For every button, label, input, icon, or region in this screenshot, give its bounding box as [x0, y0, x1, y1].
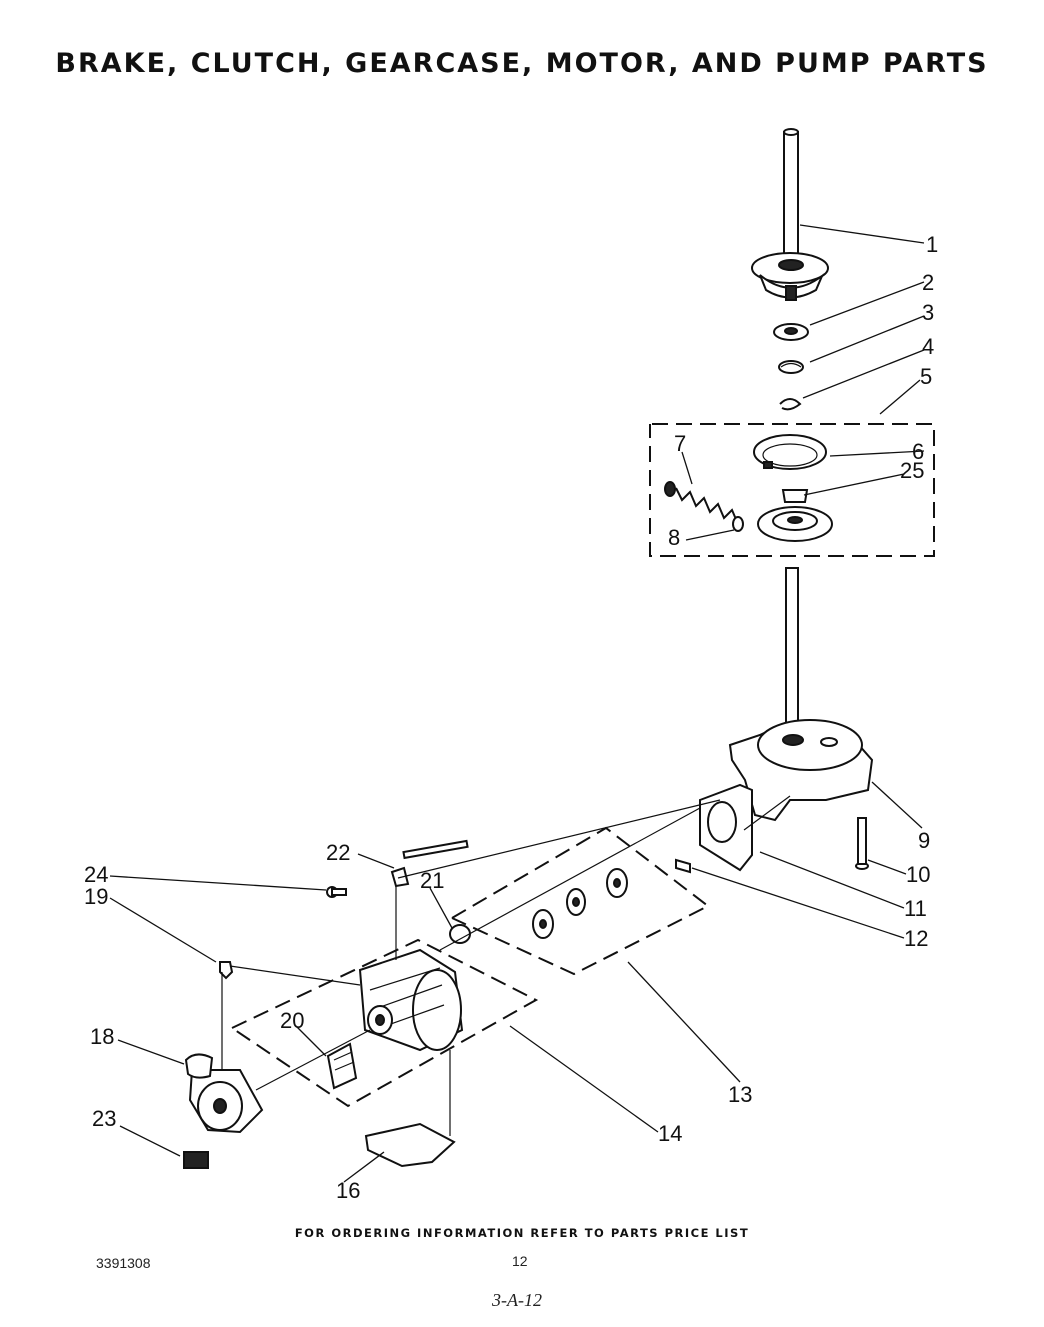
- screw-part-10: [855, 817, 869, 870]
- spring-washer-part-3: [778, 360, 804, 374]
- coupling-disc-a: [532, 909, 554, 939]
- callout-25: 25: [900, 458, 924, 483]
- ordering-info-footer: FOR ORDERING INFORMATION REFER TO PARTS …: [294, 1226, 750, 1240]
- callout-4: 4: [922, 334, 934, 359]
- callout-8: 8: [668, 525, 680, 550]
- motor-kit-box-part-14: [231, 938, 539, 1108]
- callout-1: 1: [926, 232, 938, 257]
- brake-drum-part-25: [757, 489, 833, 542]
- callout-23: 23: [92, 1106, 116, 1131]
- callout-11: 11: [904, 896, 927, 921]
- plug-part-21: [449, 924, 471, 944]
- callout-18: 18: [90, 1024, 114, 1049]
- callout-24: 24: [84, 862, 108, 887]
- callout-20: 20: [280, 1008, 304, 1033]
- callout-22: 22: [326, 840, 350, 865]
- pump-part-18: [184, 1053, 264, 1134]
- callout-6: 6: [912, 439, 924, 464]
- callout-14: 14: [658, 1121, 682, 1146]
- screw-part-12: [675, 858, 691, 874]
- brake-kit-box-part-5: [649, 423, 935, 557]
- washer-part-2: [773, 323, 809, 341]
- callout-labels: 1 2 3 4 5 6 25 7 8 9 10 11 12 13 14 16 1…: [84, 232, 938, 1203]
- page-title: BRAKE, CLUTCH, GEARCASE, MOTOR, AND PUMP…: [55, 48, 989, 79]
- clip-part-19: [219, 961, 234, 980]
- bracket-part-16: [364, 1122, 456, 1168]
- callout-21: 21: [420, 868, 444, 893]
- callout-7: 7: [674, 431, 686, 456]
- brake-cam-part-1: [751, 252, 829, 301]
- brake-shoe-part-6: [753, 434, 827, 470]
- page-number: 12: [512, 1253, 528, 1269]
- callout-13: 13: [728, 1082, 752, 1107]
- clip-part-22: [390, 839, 469, 888]
- end-cap-part-8: [732, 516, 744, 532]
- gearcase-part-9: [728, 719, 874, 822]
- motor-assembly: [358, 948, 464, 1052]
- callout-10: 10: [906, 862, 930, 887]
- gasket-part-11: [699, 783, 753, 872]
- drive-shaft-lower: [785, 567, 799, 739]
- drive-shaft-upper: [783, 128, 799, 273]
- handwritten-reference: 3-A-12: [492, 1290, 542, 1310]
- callout-9: 9: [918, 828, 930, 853]
- callout-16: 16: [336, 1178, 360, 1203]
- callout-3: 3: [922, 300, 934, 325]
- coupling-disc-c: [606, 868, 628, 898]
- spring-part-7: [664, 481, 739, 525]
- document-number: 3391308: [96, 1255, 151, 1271]
- callout-2: 2: [922, 270, 934, 295]
- capacitor-part-20: [326, 1042, 358, 1090]
- coupling-disc-b: [566, 888, 586, 916]
- callout-5: 5: [920, 364, 932, 389]
- callout-19: 19: [84, 884, 108, 909]
- callout-12: 12: [904, 926, 928, 951]
- bolt-part-24: [326, 886, 347, 898]
- clip-part-23: [183, 1151, 209, 1169]
- leader-lines: [109, 224, 925, 1183]
- retaining-ring-part-4: [779, 398, 802, 411]
